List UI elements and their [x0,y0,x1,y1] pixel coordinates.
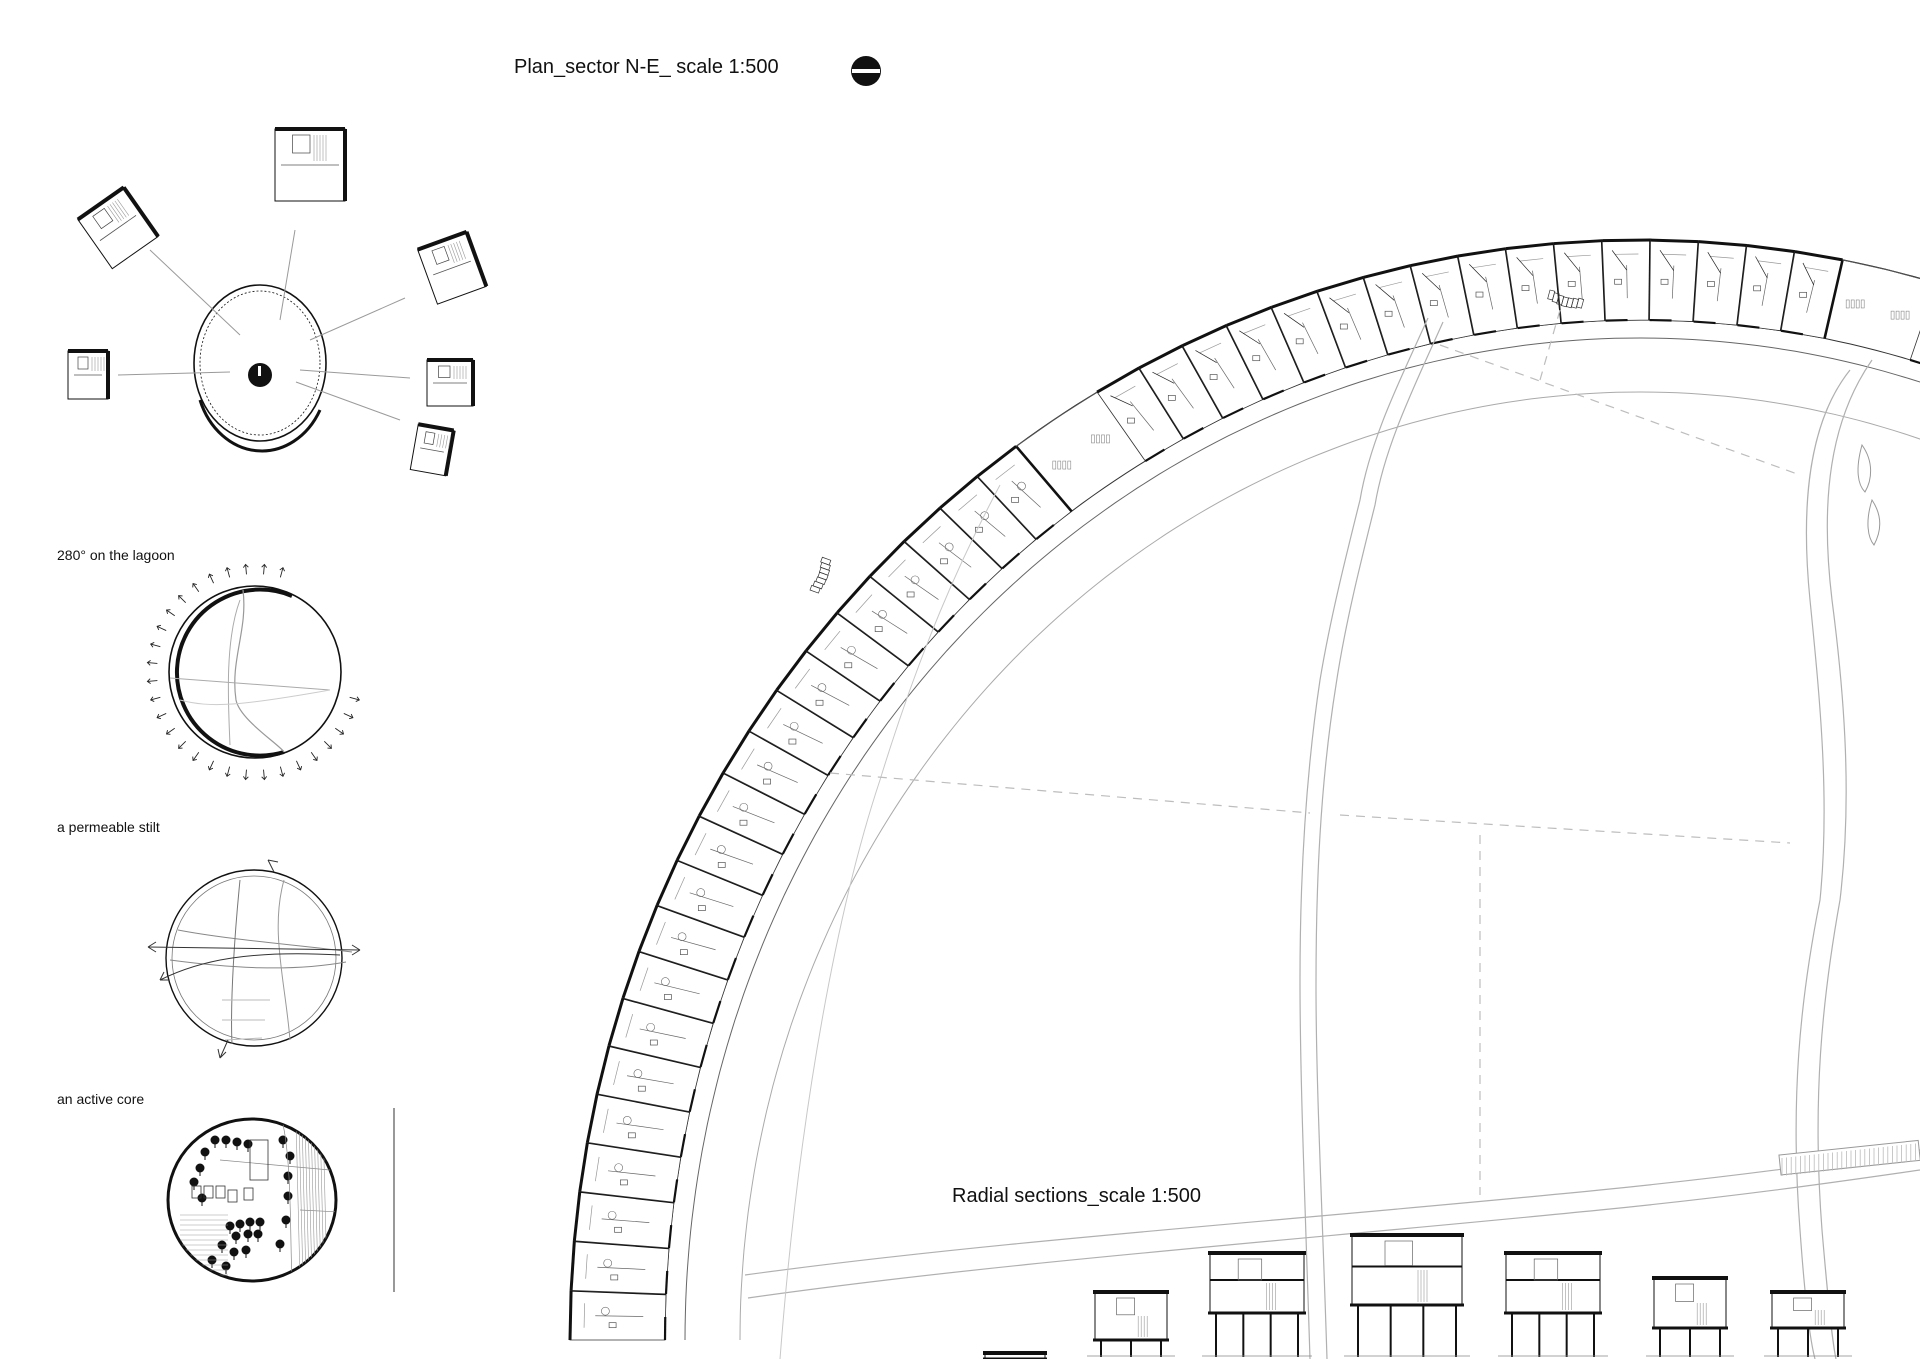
diagram-caption-stilt: a permeable stilt [57,819,160,835]
lagoon-diagram [146,563,360,781]
stilt-diagram [147,859,361,1059]
center-marker-icon [248,363,272,387]
active-core-diagram [166,1117,338,1283]
diagram-caption-core: an active core [57,1091,145,1107]
plan-title: Plan_sector N-E_ scale 1:500 [514,56,779,78]
inner-site-lines [744,317,1920,1359]
north-arrow-icon [851,56,881,86]
radial-sections [983,1233,1852,1359]
boat-icons [1857,443,1881,546]
pier [1778,1139,1920,1176]
diagram-caption-lagoon: 280° on the lagoon [57,547,175,563]
radial-unit-diagram [67,127,489,477]
dashed-site-lines [829,309,1801,1195]
ring-plan [568,238,1920,1341]
sections-title: Radial sections_scale 1:500 [952,1185,1202,1207]
